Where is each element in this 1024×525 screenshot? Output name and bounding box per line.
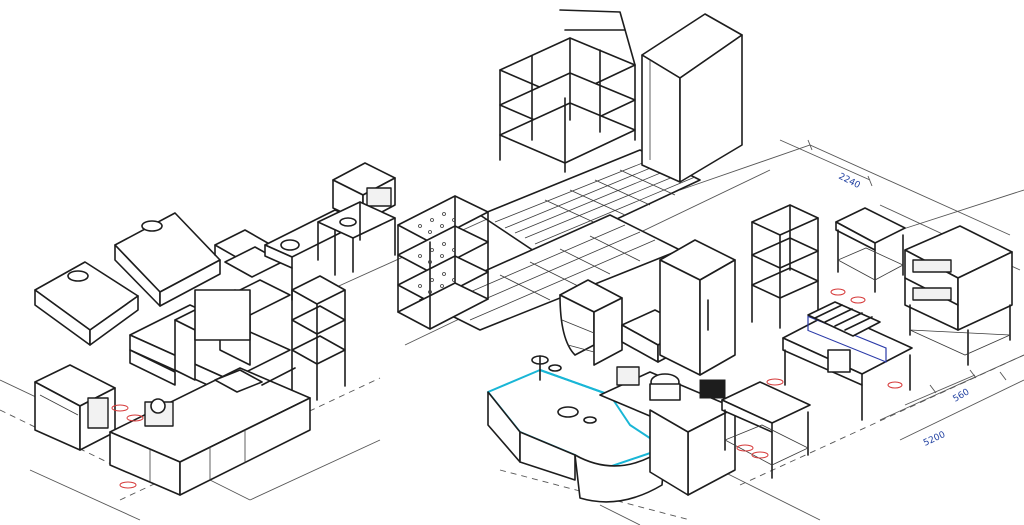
upright-refrigerator-right	[659, 239, 736, 376]
small-work-table	[835, 207, 906, 293]
salad-prep-table	[782, 301, 913, 421]
exhaust-hood-large	[114, 212, 221, 307]
wire-shelving-unit-top	[499, 9, 636, 173]
deck-oven	[904, 225, 1013, 366]
shelving-unit-right	[751, 204, 819, 329]
tall-open-rack-left	[291, 275, 346, 401]
stainless-work-table-front	[721, 381, 811, 479]
utility-connection-marks-right	[736, 288, 903, 459]
combi-oven-on-stand	[317, 162, 396, 273]
corner-display-case	[559, 279, 623, 366]
dimension-label-560: 560	[952, 387, 972, 404]
front-prep-counter-left	[109, 367, 311, 496]
dimension-ticks	[807, 139, 1007, 394]
tall-refrigerator-top	[641, 13, 743, 183]
coffee-machine	[531, 355, 562, 381]
dimension-label-5200: 5200	[922, 430, 947, 449]
exhaust-hood-small	[34, 261, 139, 346]
electric-range	[34, 364, 116, 451]
perforated-shelf-rack	[397, 195, 489, 330]
utility-connection-marks-left	[111, 404, 144, 489]
